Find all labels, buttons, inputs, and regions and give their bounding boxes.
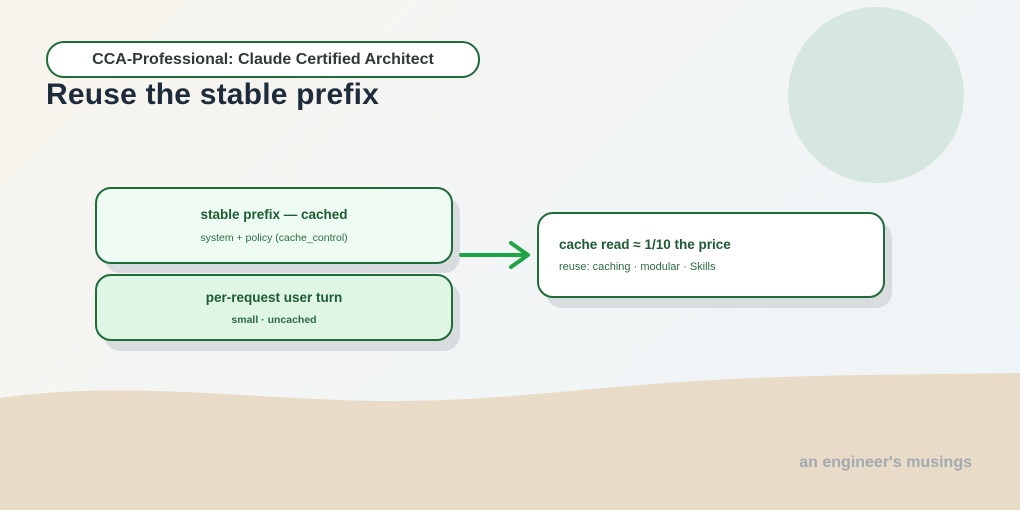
cache-read-box: cache read ≈ 1/10 the price reuse: cachi… <box>537 212 885 298</box>
course-pill: CCA-Professional: Claude Certified Archi… <box>46 41 480 78</box>
stable-prefix-subtitle: system + policy (cache_control) <box>200 232 348 244</box>
decorative-circle <box>788 7 964 183</box>
stable-prefix-title: stable prefix — cached <box>200 207 348 222</box>
user-turn-subtitle: small · uncached <box>231 313 317 326</box>
user-turn-box: per-request user turn small · uncached <box>95 274 453 341</box>
stable-prefix-box: stable prefix — cached system + policy (… <box>95 187 453 264</box>
right-arrow-icon <box>459 241 530 269</box>
page-title: Reuse the stable prefix <box>46 78 380 111</box>
footer-signature: an engineer's musings <box>799 454 972 471</box>
course-pill-label: CCA-Professional: Claude Certified Archi… <box>92 50 434 68</box>
cache-read-title: cache read ≈ 1/10 the price <box>559 237 731 252</box>
cache-read-subtitle: reuse: caching · modular · Skills <box>559 261 716 273</box>
user-turn-title: per-request user turn <box>205 289 343 305</box>
sand-wave <box>0 373 1020 510</box>
